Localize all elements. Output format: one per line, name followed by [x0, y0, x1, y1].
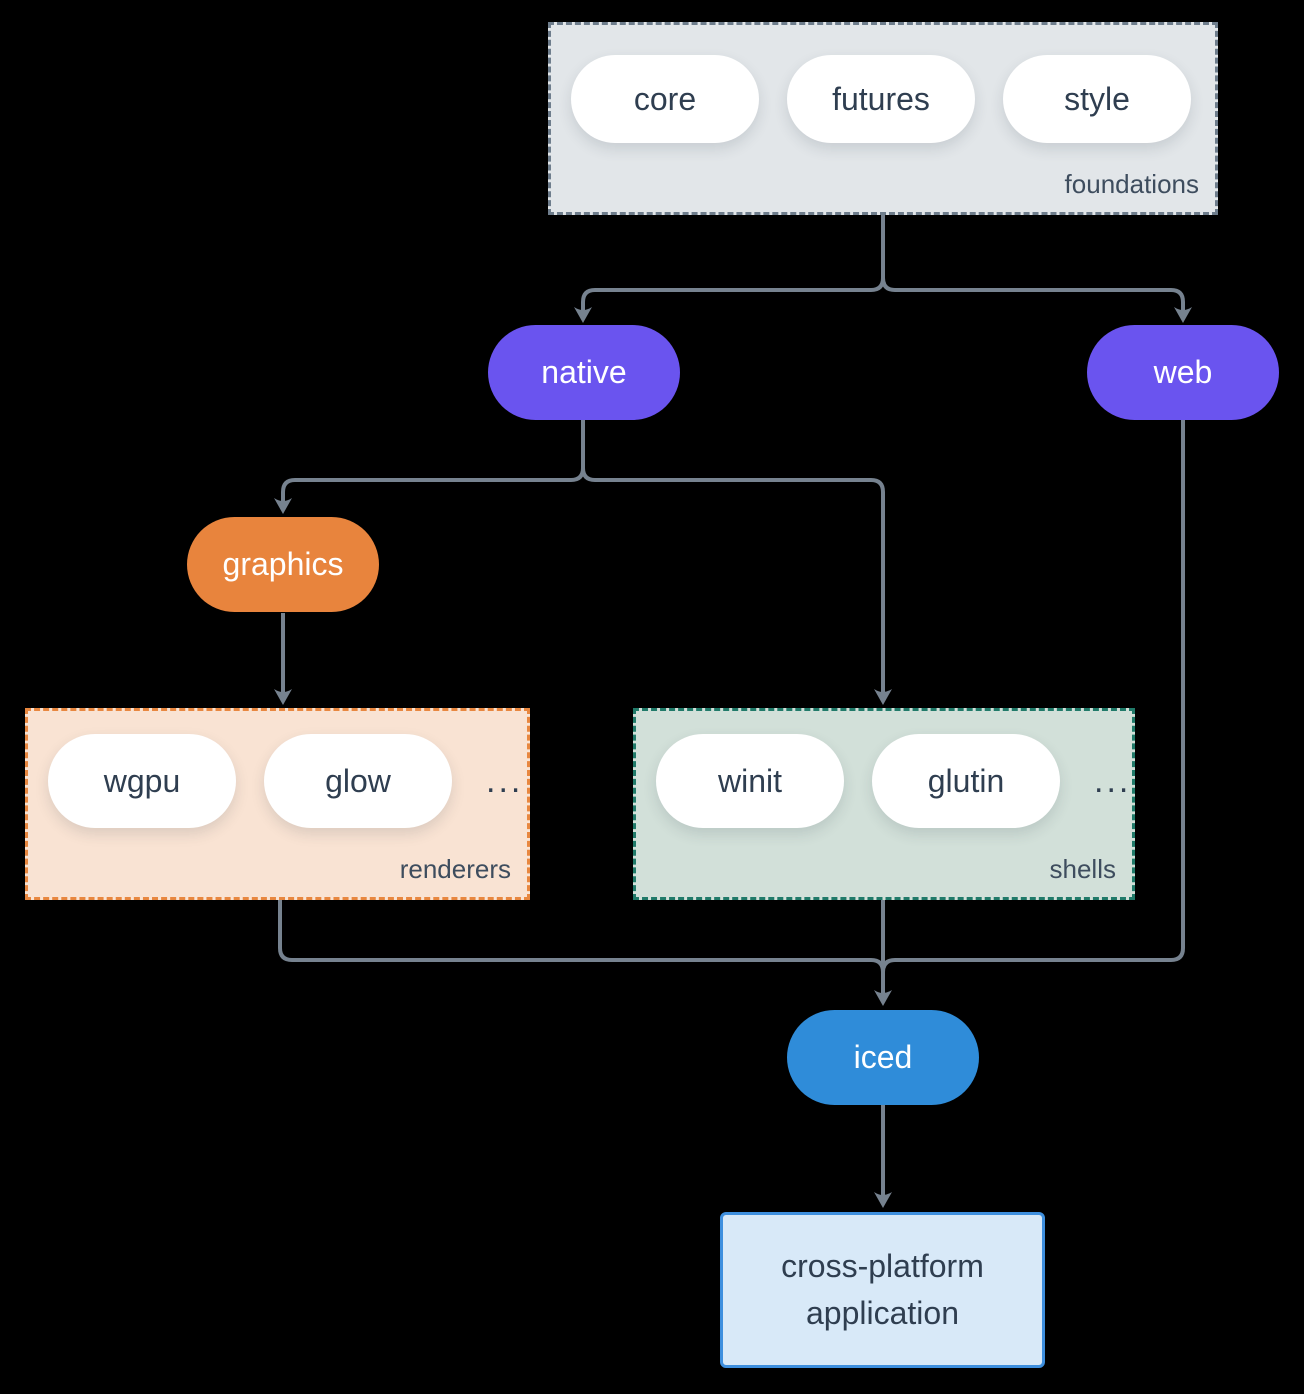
node-style: style [1003, 55, 1191, 143]
arrowhead-native [574, 307, 592, 323]
edge-foundations-to-native [581, 215, 885, 312]
node-glutin: glutin [872, 734, 1060, 828]
node-futures: futures [787, 55, 975, 143]
node-native: native [488, 325, 680, 420]
shells-ellipsis: ... [1094, 761, 1132, 800]
edge-renderers-to-iced [278, 900, 885, 995]
foundations-group-label: foundations [1064, 169, 1199, 199]
arrowhead-renderers [274, 689, 292, 705]
node-core: core [571, 55, 759, 143]
renderers-ellipsis: ... [486, 761, 524, 800]
group-foundations: core futures style foundations [548, 22, 1218, 215]
application-label-line1: cross-platform [781, 1248, 984, 1284]
node-wgpu: wgpu [48, 734, 236, 828]
arrowhead-application [874, 1192, 892, 1208]
node-web: web [1087, 325, 1279, 420]
node-cross-platform-application: cross-platform application [720, 1212, 1045, 1368]
node-iced: iced [787, 1010, 979, 1105]
group-shells: winit glutin ... shells [633, 708, 1135, 900]
group-renderers: wgpu glow ... renderers [25, 708, 530, 900]
node-winit: winit [656, 734, 844, 828]
node-graphics: graphics [187, 517, 379, 612]
arrowhead-iced [874, 990, 892, 1006]
edge-native-to-graphics [281, 420, 585, 503]
node-glow: glow [264, 734, 452, 828]
edge-native-to-shells [581, 420, 885, 694]
arrowhead-graphics [274, 498, 292, 514]
edge-foundations-to-web [881, 215, 1185, 312]
shells-pill-row: winit glutin ... [636, 711, 1132, 828]
arrowhead-shells [874, 689, 892, 705]
application-label-line2: application [806, 1295, 959, 1331]
renderers-group-label: renderers [399, 854, 511, 884]
foundations-pill-row: core futures style [551, 25, 1215, 143]
arrowhead-web [1174, 307, 1192, 323]
shells-group-label: shells [1049, 854, 1116, 884]
renderers-pill-row: wgpu glow ... [28, 711, 527, 828]
